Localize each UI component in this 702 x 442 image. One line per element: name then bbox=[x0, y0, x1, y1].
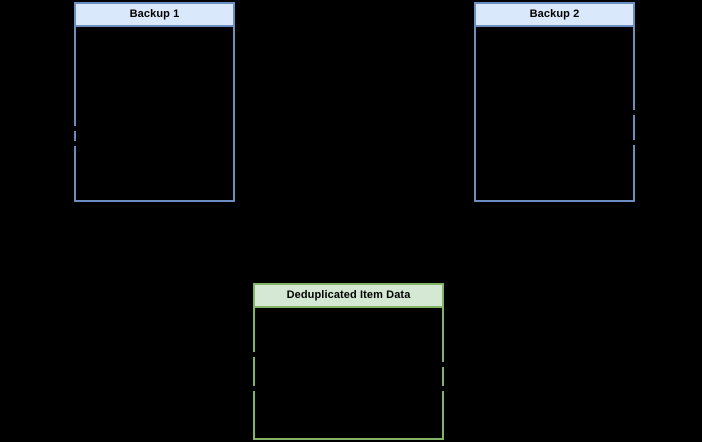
node-deduplicated-item-data-body bbox=[255, 308, 442, 438]
node-backup-2-title: Backup 2 bbox=[476, 4, 633, 27]
node-backup-2[interactable]: Backup 2 bbox=[474, 2, 636, 202]
row-separator bbox=[633, 140, 636, 145]
row-separator bbox=[633, 110, 636, 115]
row-separator bbox=[73, 141, 76, 146]
row-separator bbox=[442, 362, 445, 367]
node-deduplicated-item-data[interactable]: Deduplicated Item Data bbox=[252, 283, 445, 440]
node-backup-1-body bbox=[76, 27, 233, 200]
row-separator bbox=[252, 352, 255, 357]
node-backup-1-title: Backup 1 bbox=[76, 4, 233, 27]
row-separator bbox=[252, 386, 255, 391]
node-deduplicated-item-data-title: Deduplicated Item Data bbox=[255, 285, 442, 308]
row-separator bbox=[442, 386, 445, 391]
row-separator bbox=[73, 126, 76, 131]
node-backup-2-body bbox=[476, 27, 633, 200]
node-backup-1[interactable]: Backup 1 bbox=[73, 2, 235, 202]
